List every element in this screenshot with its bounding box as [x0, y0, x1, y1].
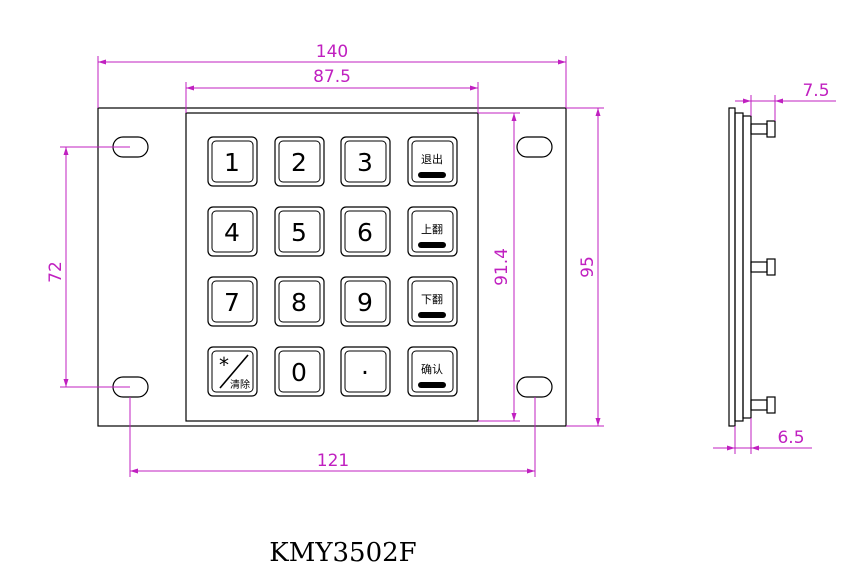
key-5[interactable]: 5	[274, 206, 325, 257]
key-confirm[interactable]: 确认	[407, 346, 458, 397]
model-title: KMY3502F	[269, 538, 416, 568]
dimension-keypad-width: 87.5	[185, 67, 479, 113]
dimension-label: 121	[317, 451, 349, 471]
key-label: 下翻	[421, 292, 443, 306]
slash-divider	[219, 354, 249, 389]
key-clear[interactable]: * 清除	[207, 346, 258, 397]
key-page-up[interactable]: 上翻	[407, 206, 458, 257]
key-dot[interactable]: ·	[340, 346, 391, 397]
key-label: 3	[357, 148, 373, 177]
key-label: 9	[357, 288, 373, 317]
key-grid: 1 2 3 退出 4	[207, 136, 458, 397]
key-label: 退出	[421, 152, 443, 166]
stud-middle	[750, 258, 776, 276]
key-label: 8	[291, 288, 307, 317]
side-frame	[742, 115, 752, 419]
mounting-hole-bottom-right	[516, 376, 553, 398]
key-label: ·	[361, 358, 369, 387]
key-1[interactable]: 1	[207, 136, 258, 187]
side-plate	[728, 107, 736, 427]
key-label: 0	[291, 358, 307, 387]
dimension-side-top: 7.5	[735, 81, 836, 121]
dimension-label: 140	[316, 42, 348, 62]
dimension-hole-horizontal: 121	[129, 397, 536, 477]
dimension-overall-width: 140	[97, 42, 567, 108]
key-page-down[interactable]: 下翻	[407, 276, 458, 327]
key-6[interactable]: 6	[340, 206, 391, 257]
dimension-overall-height: 95	[566, 107, 604, 427]
dimension-label: 7.5	[802, 81, 829, 101]
key-7[interactable]: 7	[207, 276, 258, 327]
key-sublabel: 清除	[230, 378, 250, 391]
dimension-hole-vertical: 72	[46, 146, 130, 388]
mounting-plate	[97, 107, 567, 427]
dimension-label: 91.4	[492, 248, 512, 286]
led-bar	[418, 172, 446, 178]
key-2[interactable]: 2	[274, 136, 325, 187]
front-view: 1 2 3 退出 4	[46, 42, 604, 477]
led-bar	[418, 382, 446, 388]
key-label: 4	[224, 218, 240, 247]
key-label: *	[219, 353, 229, 377]
keypad-area	[185, 112, 479, 422]
key-label: 7	[224, 288, 240, 317]
dimension-label: 72	[46, 261, 66, 283]
led-bar	[418, 242, 446, 248]
dimension-label: 6.5	[777, 428, 804, 448]
key-3[interactable]: 3	[340, 136, 391, 187]
dimension-label: 95	[578, 256, 598, 278]
dimension-keypad-height: 91.4	[478, 112, 520, 422]
stud-bottom	[750, 396, 776, 414]
key-4[interactable]: 4	[207, 206, 258, 257]
key-exit[interactable]: 退出	[407, 136, 458, 187]
mounting-hole-top-right	[516, 136, 553, 158]
key-label: 6	[357, 218, 373, 247]
side-view: 7.5 6.5	[713, 81, 836, 454]
key-0[interactable]: 0	[274, 346, 325, 397]
key-label: 确认	[421, 363, 443, 376]
key-8[interactable]: 8	[274, 276, 325, 327]
key-9[interactable]: 9	[340, 276, 391, 327]
key-label: 2	[291, 148, 307, 177]
side-keypad	[734, 112, 744, 422]
dimension-label: 87.5	[313, 67, 351, 87]
key-label: 1	[224, 148, 240, 177]
stud-top	[750, 120, 776, 138]
dimension-side-bottom: 6.5	[713, 418, 812, 454]
key-label: 上翻	[421, 222, 443, 236]
led-bar	[418, 312, 446, 318]
key-label: 5	[291, 218, 307, 247]
